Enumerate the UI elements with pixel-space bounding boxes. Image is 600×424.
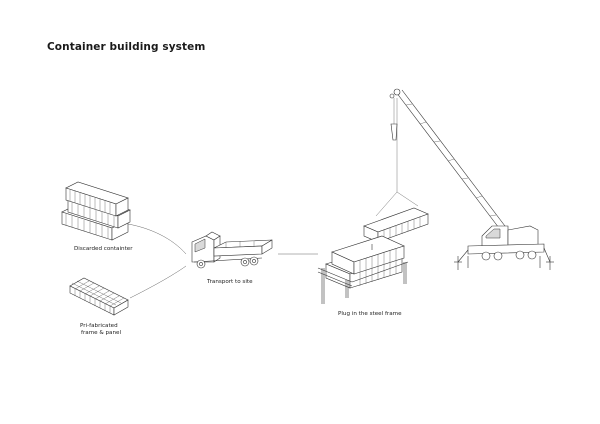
caption-plug-steel-frame: Plug in the steel frame [338,311,402,317]
flow-arrow-prefab-to-truck [129,265,187,299]
caption-transport-to-site: Transport to site [207,279,253,285]
caption-prefab-line2: frame & panel [81,330,122,336]
lifted-container-illustration [363,207,429,243]
crane-illustration [375,88,554,270]
container-stack-illustration [61,181,131,241]
caption-prefab-line1: Pri-fabricated [80,323,118,329]
caption-discarded-container: Discarded containter [74,246,133,252]
prefab-frame-illustration [69,277,129,316]
truck-illustration [191,231,273,269]
steel-frame-illustration [317,235,409,304]
page-title: Container building system [47,41,206,53]
flow-arrow-containers-to-truck [127,223,187,255]
